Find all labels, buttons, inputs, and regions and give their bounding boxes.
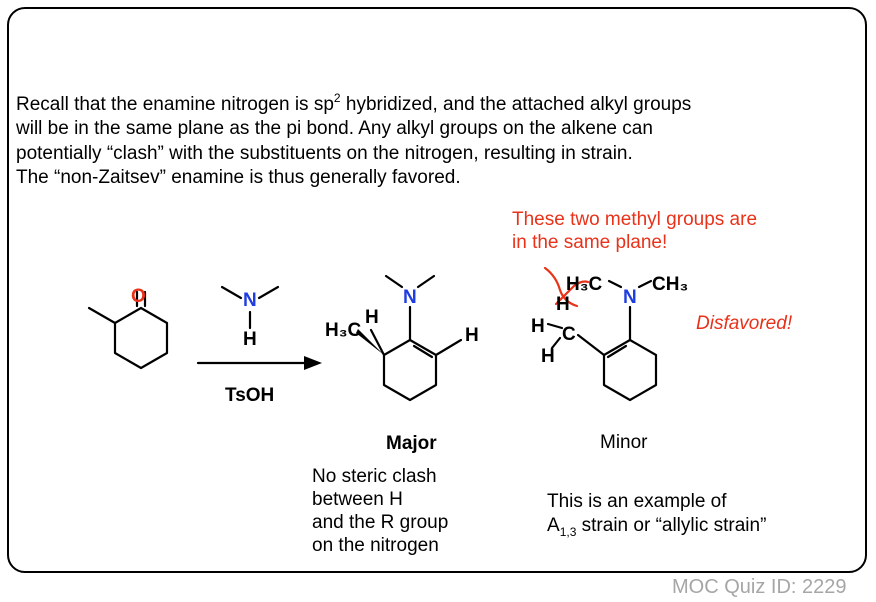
major-explanation: No steric clash between H and the R grou… [312,466,449,556]
minor-h-top: H [556,294,570,315]
methylcyclohexanone-structure [87,290,169,370]
intro-line-1: Recall that the enamine nitrogen is sp2 … [16,90,692,115]
disfavored-label: Disfavored! [696,313,793,334]
minor-h-left: H [531,316,545,337]
major-nitrogen: N [403,287,417,308]
intro-line-4: The “non-Zaitsev” enamine is thus genera… [16,166,461,188]
reagent-tsoh: TsOH [225,385,274,406]
major-h3c: H₃C [325,320,362,341]
minor-label: Minor [600,432,648,453]
methyl-plane-note: These two methyl groups are in the same … [512,209,758,253]
steric-clash-mark [543,266,590,308]
dimethylamine-structure [220,285,280,330]
minor-ch3: CH₃ [652,274,688,295]
minor-nitrogen: N [623,287,637,308]
major-vinyl-h: H [465,325,479,346]
minor-h3c: H₃C [566,274,603,295]
wedge-bond [356,329,384,355]
content-frame [7,7,867,573]
major-label: Major [386,433,437,454]
quiz-id-watermark: MOC Quiz ID: 2229 [672,576,847,598]
oxygen-atom: O [131,286,146,307]
minor-carbon: C [562,324,576,345]
intro-paragraph: Recall that the enamine nitrogen is sp2 … [16,90,856,190]
minor-enamine-structure [546,279,658,402]
amine-nitrogen: N [243,290,257,311]
minor-explanation: This is an example of A1,3 strain or “al… [547,491,767,539]
major-wedge-h: H [365,307,379,328]
amine-hydrogen: H [243,329,257,350]
intro-line-2: will be in the same plane as the pi bond… [16,118,653,140]
minor-h-bottom: H [541,346,555,367]
arrow-head [304,356,322,370]
intro-line-3: potentially “clash” with the substituent… [16,142,633,164]
